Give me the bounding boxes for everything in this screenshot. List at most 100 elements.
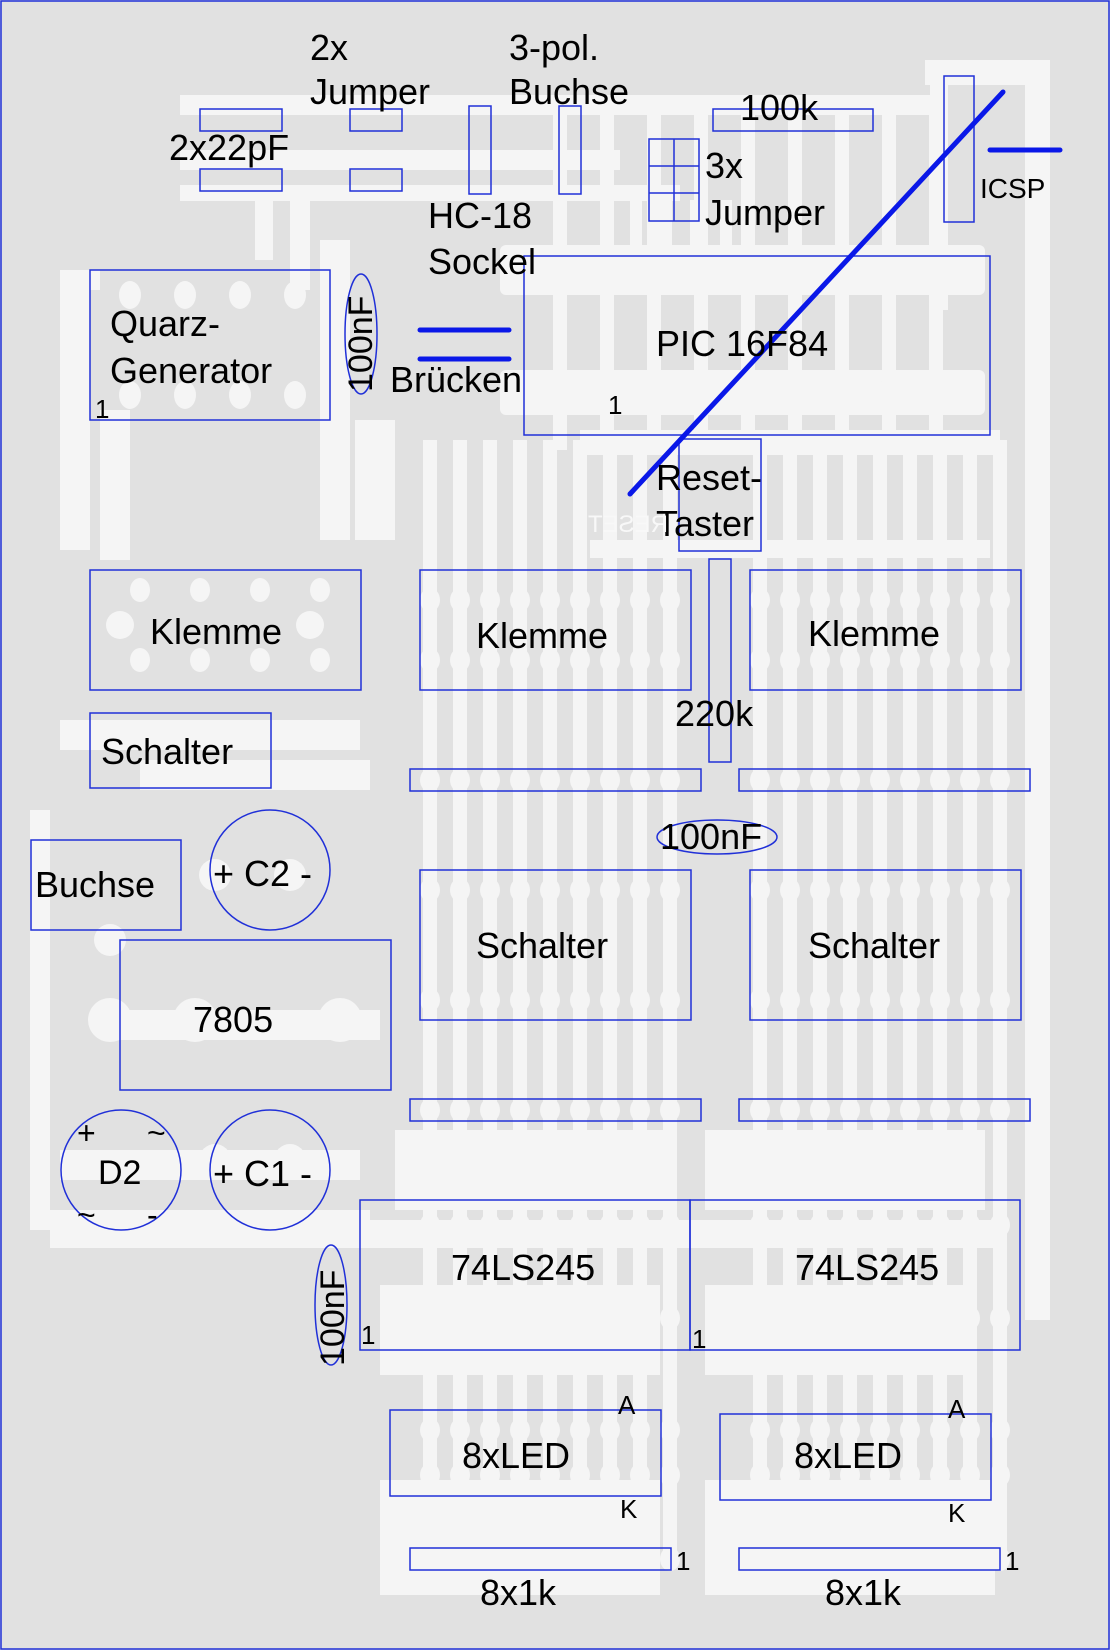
solder-pad [900, 648, 920, 672]
d2-outline [60, 1109, 182, 1231]
label-klemme-middle: Klemme [476, 615, 608, 656]
label-jumper2-line2: Jumper [310, 71, 430, 112]
label-cap-100nf-quarz: 100nF [342, 296, 380, 392]
solder-pad [420, 1463, 440, 1487]
solder-pad [840, 1463, 860, 1487]
solder-pad [930, 1213, 950, 1237]
c1-outline [209, 1109, 331, 1231]
solder-pad [250, 578, 270, 602]
klemme-middle-outline [419, 569, 692, 691]
solder-pad [750, 1098, 770, 1122]
label-reset-line2: Taster [656, 503, 754, 544]
solder-pad [570, 1213, 590, 1237]
solder-pad [960, 1418, 980, 1442]
label-pin1-pic: 1 [608, 390, 622, 420]
solder-pad [925, 258, 947, 286]
solder-pad [780, 648, 800, 672]
label-reg-7805: 7805 [193, 999, 273, 1040]
solder-pad [600, 1547, 620, 1571]
solder-pad [900, 1306, 920, 1330]
solder-pad [480, 1098, 500, 1122]
solder-pad [960, 648, 980, 672]
solder-pad [250, 648, 270, 672]
res-8x1k-left-outline [409, 1547, 672, 1571]
solder-pad [810, 878, 830, 902]
solder-pad [960, 588, 980, 612]
solder-pad [930, 878, 950, 902]
label-reset-line1: Reset- [656, 457, 762, 498]
buchse-3pol-outline [558, 105, 582, 195]
solder-pad [660, 588, 680, 612]
solder-pad [510, 1463, 530, 1487]
solder-pad [630, 1306, 650, 1330]
solder-pad [600, 878, 620, 902]
solder-pad [420, 988, 440, 1012]
solder-pad [480, 648, 500, 672]
solder-pad [990, 648, 1010, 672]
solder-pad [480, 1418, 500, 1442]
solder-pad [840, 1098, 860, 1122]
solder-pad [810, 648, 830, 672]
solder-pad [750, 1547, 770, 1571]
solder-pad [750, 1306, 770, 1330]
solder-pad [510, 648, 530, 672]
solder-pad [990, 1306, 1010, 1330]
solder-pad [510, 1098, 530, 1122]
solder-pad [480, 988, 500, 1012]
solder-pad [643, 258, 665, 286]
label-kathode-left: K [620, 1494, 638, 1524]
label-kathode-right: K [948, 1498, 966, 1528]
solder-pad [900, 1098, 920, 1122]
label-ls245-left: 74LS245 [451, 1247, 595, 1288]
solder-pad [420, 1098, 440, 1122]
solder-pad [930, 1547, 950, 1571]
solder-pad [510, 1547, 530, 1571]
solder-pad [630, 988, 650, 1012]
solder-pad [840, 878, 860, 902]
copper-segment [720, 200, 732, 260]
label-bruecken: Brücken [390, 359, 522, 400]
solder-pad [450, 988, 470, 1012]
solder-pad [174, 381, 196, 409]
solder-pad [780, 588, 800, 612]
solder-pad [900, 768, 920, 792]
resistor-220k-outline [708, 558, 732, 763]
solder-pad [870, 988, 890, 1012]
solder-pad [549, 258, 571, 286]
label-klemme-right: Klemme [808, 613, 940, 654]
solder-pad [130, 578, 150, 602]
solder-pad [780, 1418, 800, 1442]
solder-pad [596, 378, 618, 406]
solder-pad [750, 588, 770, 612]
label-buchse3-line2: Buchse [509, 71, 629, 112]
solder-pad [630, 1098, 650, 1122]
solder-pad [660, 988, 680, 1012]
solder-pad [540, 1306, 560, 1330]
solder-pad [831, 378, 853, 406]
solder-pad [925, 378, 947, 406]
solder-pad [780, 1306, 800, 1330]
solder-pad [600, 648, 620, 672]
sil-right-1-outline [738, 768, 1031, 792]
solder-pad [450, 588, 470, 612]
label-anode-left: A [618, 1390, 636, 1420]
solder-pad [630, 878, 650, 902]
solder-pad [810, 588, 830, 612]
solder-pad [990, 1463, 1010, 1487]
solder-pad [780, 988, 800, 1012]
schalter-right-outline [749, 869, 1022, 1021]
cap-100nf-lower-outline [314, 1244, 348, 1366]
solder-pad [630, 588, 650, 612]
solder-pad [420, 1213, 440, 1237]
solder-pad [900, 1418, 920, 1442]
solder-pad [780, 878, 800, 902]
solder-pad [870, 1547, 890, 1571]
solder-pad [540, 988, 560, 1012]
solder-pad [930, 1098, 950, 1122]
solder-pad [570, 988, 590, 1012]
pic-16f84-outline [523, 255, 991, 436]
solder-pad [600, 1463, 620, 1487]
copper-segment [630, 200, 642, 260]
label-pin1-quarz: 1 [95, 394, 109, 424]
